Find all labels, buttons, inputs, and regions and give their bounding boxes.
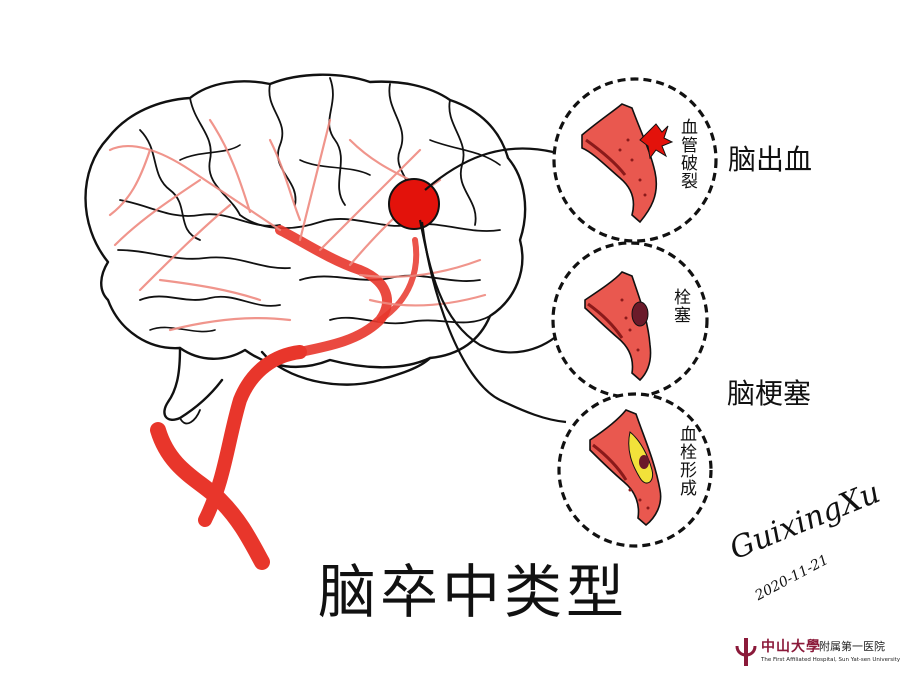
hospital-name: 附属第一医院: [819, 640, 885, 653]
page-title: 脑卒中类型: [318, 558, 629, 626]
connector-lines: [418, 147, 567, 424]
university-emblem-icon: [735, 638, 757, 666]
embolism-vessel: [584, 271, 652, 382]
hospital-logo: 中山大學 附属第一医院 The First Affiliated Hospita…: [735, 636, 915, 670]
inset-label-thrombosis: 血栓形成: [676, 425, 696, 497]
hospital-name-en: The First Affiliated Hospital, Sun Yat-s…: [761, 657, 901, 663]
cerebral-arteries: [108, 118, 487, 570]
ischemic-stroke-label: 脑梗塞: [727, 377, 812, 410]
brain-illustration: [84, 73, 527, 425]
hemorrhagic-stroke-label: 脑出血: [728, 143, 813, 176]
thrombosis-vessel: [589, 409, 662, 527]
university-name: 中山大學: [761, 639, 821, 655]
inset-label-rupture: 血管破裂: [677, 118, 697, 190]
hemorrhage-site: [388, 178, 440, 230]
ruptured-vessel: [581, 103, 674, 224]
inset-label-embolism: 栓塞: [670, 288, 690, 324]
